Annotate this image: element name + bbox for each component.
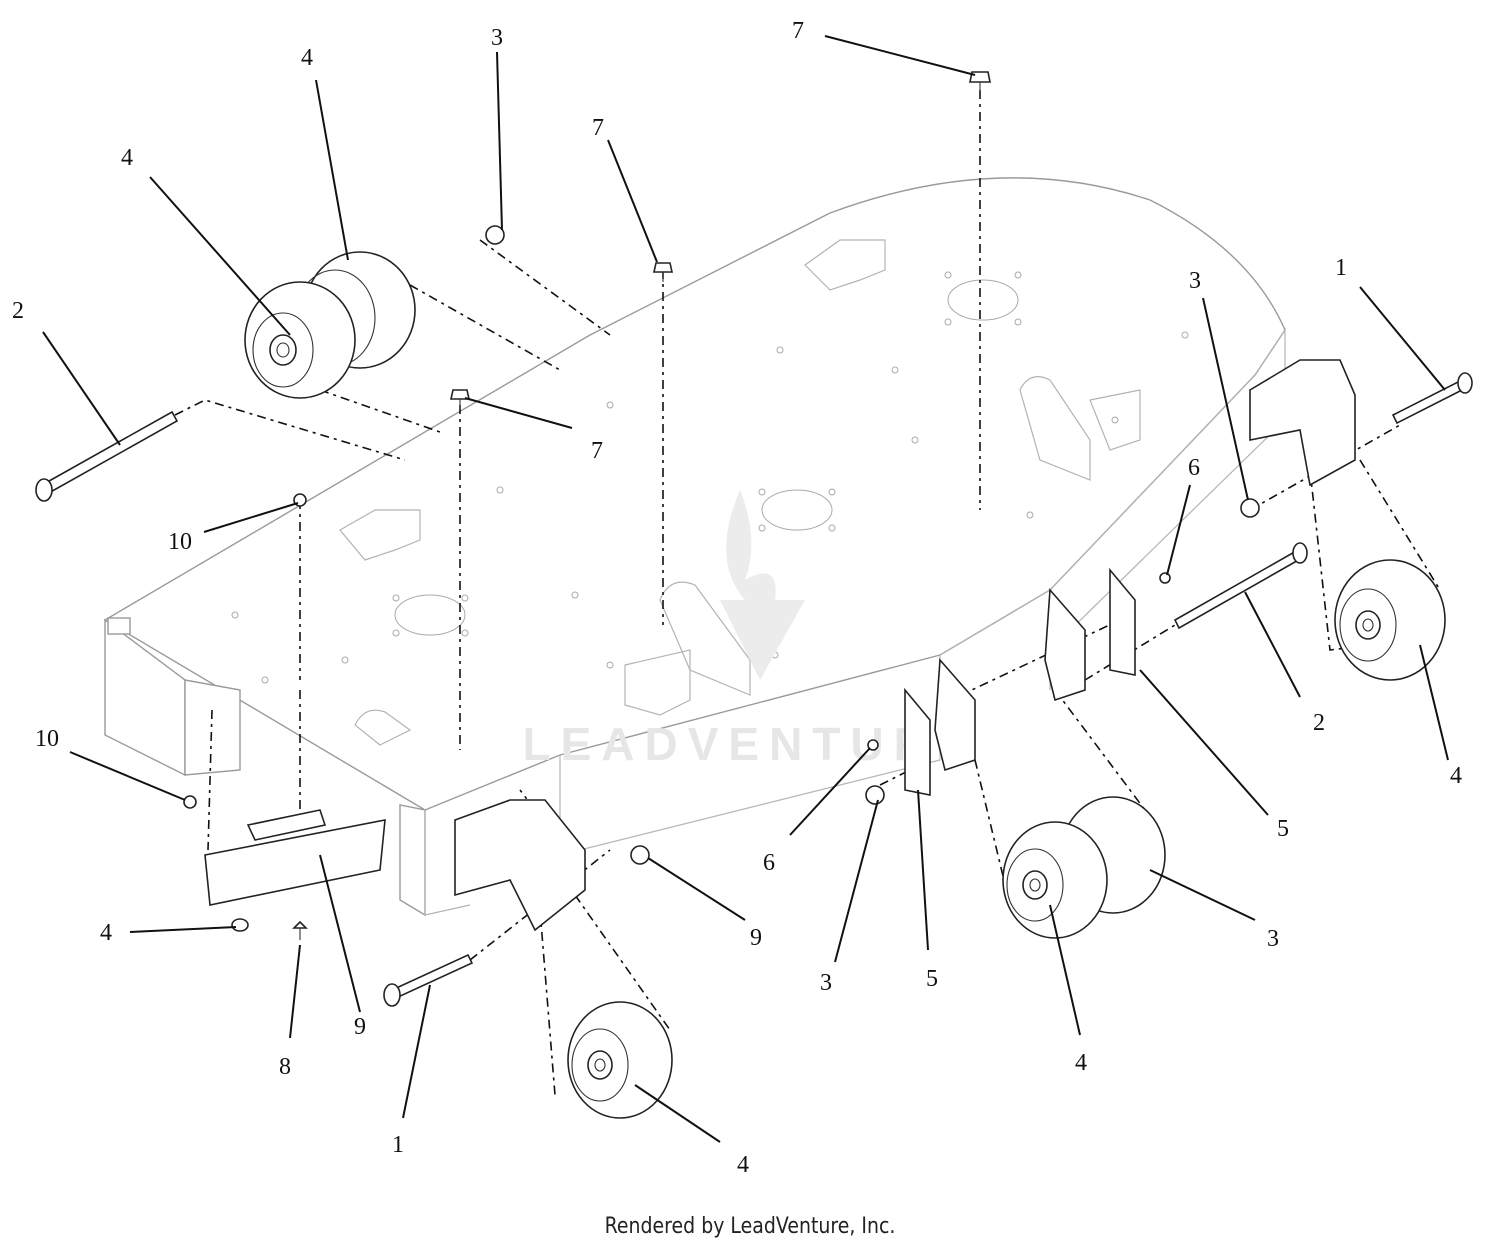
callout-2: 2 bbox=[12, 298, 24, 324]
callout-1: 1 bbox=[1335, 255, 1347, 281]
plate-center bbox=[904, 687, 931, 796]
deck-brackets bbox=[339, 239, 1141, 746]
bracket-front bbox=[454, 799, 586, 932]
callout-4: 4 bbox=[121, 145, 133, 171]
wheel-front-right-outer bbox=[1002, 821, 1108, 939]
callout-7: 7 bbox=[592, 115, 604, 141]
callout-4: 4 bbox=[737, 1152, 749, 1178]
callout-10: 10 bbox=[168, 529, 192, 555]
bolt-left-long bbox=[35, 410, 179, 502]
plate-right bbox=[1109, 567, 1136, 676]
callout-5: 5 bbox=[926, 966, 938, 992]
wheel-rear-left-outer bbox=[244, 281, 356, 399]
callout-10: 10 bbox=[35, 726, 59, 752]
deck-holes bbox=[231, 271, 1189, 684]
callout-9: 4 bbox=[100, 920, 112, 946]
callout-4: 4 bbox=[301, 45, 313, 71]
wheel-right bbox=[1334, 559, 1446, 681]
callout-9: 8 bbox=[279, 1054, 291, 1080]
callout-3: 3 bbox=[491, 25, 503, 51]
watermark-text: LEADVENTURE bbox=[522, 718, 977, 770]
bracket-mid bbox=[934, 588, 1086, 772]
callout-1: 1 bbox=[392, 1132, 404, 1158]
assembly-lines bbox=[174, 90, 1441, 1096]
parts bbox=[35, 71, 1473, 1119]
bolt-right-lower bbox=[1173, 542, 1308, 630]
callout-4: 4 bbox=[1450, 763, 1462, 789]
callout-5: 5 bbox=[1277, 816, 1289, 842]
callout-3: 3 bbox=[1189, 268, 1201, 294]
deflector-plate bbox=[204, 809, 386, 906]
callout-7: 7 bbox=[792, 18, 804, 44]
callout-6: 6 bbox=[763, 850, 775, 876]
callout-4: 3 bbox=[1267, 926, 1279, 952]
leadventure-watermark: LEADVENTURE bbox=[522, 490, 977, 770]
callout-4: 4 bbox=[1075, 1050, 1087, 1076]
callout-3: 9 bbox=[750, 925, 762, 951]
bolt-front-left bbox=[383, 953, 474, 1007]
callout-6: 6 bbox=[1188, 455, 1200, 481]
leader-lines bbox=[42, 35, 1449, 1143]
callout-2: 2 bbox=[1313, 710, 1325, 736]
callout-7: 7 bbox=[591, 438, 603, 464]
callouts: 7 3 4 4 7 2 1 3 7 10 6 2 4 10 5 6 3 4 9 … bbox=[12, 18, 1462, 1178]
callout-8: 9 bbox=[354, 1014, 366, 1040]
nuts bbox=[485, 225, 1260, 865]
wheel-front-center bbox=[567, 1001, 673, 1119]
bracket-right bbox=[1249, 359, 1356, 487]
bolt-right-upper bbox=[1391, 372, 1473, 425]
footer-credit: Rendered by LeadVenture, Inc. bbox=[604, 1214, 896, 1239]
callout-3: 3 bbox=[820, 970, 832, 996]
